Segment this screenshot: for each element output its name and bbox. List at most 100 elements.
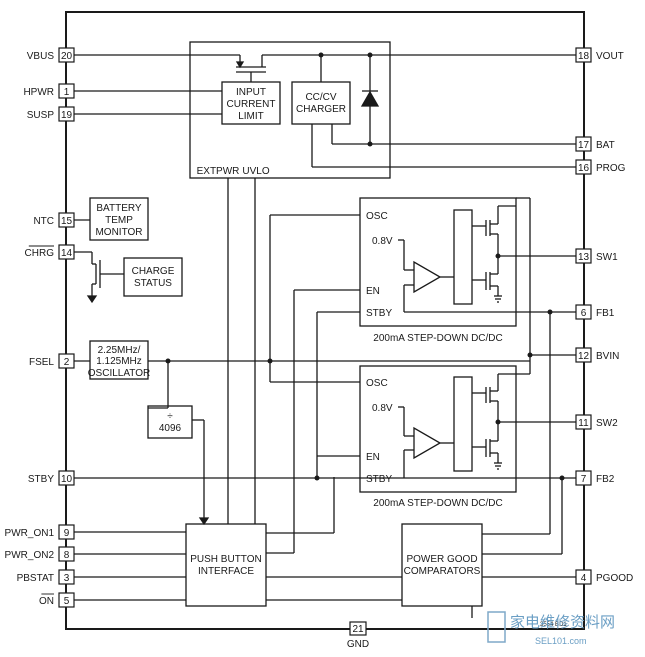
- chgstatus-line1: CHARGE: [132, 266, 175, 277]
- pin-left-20: 20 VBUS: [27, 47, 75, 63]
- div-line2: 4096: [159, 423, 182, 434]
- pin-left-9: 9 PWR_ON1: [5, 524, 75, 540]
- pin-label: PWR_ON1: [5, 528, 55, 539]
- watermark-url: SEL101.com: [535, 636, 587, 646]
- charge-status-box: [123, 257, 183, 297]
- pin-gnd: 21 GND: [347, 621, 369, 650]
- pin-number: 7: [581, 474, 587, 485]
- buck1-ref-label: 0.8V: [372, 236, 393, 247]
- pin-left-15: 15 NTC: [33, 212, 75, 228]
- charger-line2: CHARGER: [296, 104, 346, 115]
- pin-number: 8: [64, 550, 70, 561]
- pin-number: 19: [61, 110, 73, 121]
- pgood-line2: COMPARATORS: [404, 566, 481, 577]
- battemp-line2: TEMP: [105, 215, 133, 226]
- pin-number: 15: [61, 216, 73, 227]
- charger-line1: CC/CV: [305, 92, 336, 103]
- watermark-logo-icon: [487, 611, 506, 643]
- pin-gnd-label: GND: [347, 639, 369, 650]
- pin-label: SUSP: [27, 110, 55, 121]
- oscillator-box: [89, 340, 149, 380]
- div-line1: ÷: [167, 411, 173, 422]
- power-path-block: [189, 41, 391, 179]
- icl-line1: INPUT: [236, 87, 266, 98]
- pin-label: VBUS: [27, 51, 55, 62]
- pin-number: 11: [578, 418, 589, 429]
- icl-line3: LIMIT: [238, 111, 264, 122]
- charger-box: [291, 81, 351, 125]
- chip-outline: [65, 11, 585, 630]
- pin-left-8: 8 PWR_ON2: [5, 546, 75, 562]
- extpwr-label: EXTPWR: [197, 166, 240, 177]
- pin-label: ON: [39, 596, 54, 607]
- wiring: [65, 11, 585, 630]
- input-current-limit-box: [221, 81, 281, 125]
- pin-left-3: 3 PBSTAT: [17, 569, 75, 585]
- pin-number: 12: [578, 351, 590, 362]
- pin-label: BAT: [596, 140, 615, 151]
- pin-left-14: 14 CHRG: [25, 244, 75, 260]
- pin-left-5: 5 ON: [39, 592, 75, 608]
- pin-right-12: 12 BVIN: [575, 347, 619, 363]
- pin-number: 10: [61, 474, 73, 485]
- pin-number: 20: [61, 51, 73, 62]
- buck1-en-label: EN: [366, 286, 380, 297]
- buck1-box: [359, 197, 517, 327]
- figure-code: 3554 BD1: [540, 622, 567, 628]
- watermark-cn: 家电维修资料网: [510, 614, 615, 631]
- pin-label: NTC: [33, 216, 54, 227]
- buck2-driver: [453, 376, 473, 472]
- osc-line2: 1.125MHz: [96, 356, 142, 367]
- pin-label: PBSTAT: [17, 573, 54, 584]
- pin-label: PWR_ON2: [5, 550, 55, 561]
- battemp-line3: MONITOR: [95, 227, 142, 238]
- pin-number: 5: [64, 596, 70, 607]
- pin-gnd-number: 21: [352, 624, 364, 635]
- buck1-driver: [453, 209, 473, 305]
- icl-line2: CURRENT: [227, 99, 276, 110]
- pin-label: FB2: [596, 474, 615, 485]
- pin-number: 13: [578, 252, 590, 263]
- pin-label: BVIN: [596, 351, 619, 362]
- chgstatus-line2: STATUS: [134, 278, 172, 289]
- battemp-line1: BATTERY: [96, 203, 142, 214]
- buck2-en-label: EN: [366, 452, 380, 463]
- pin-number: 16: [578, 163, 590, 174]
- pin-label: FB1: [596, 308, 615, 319]
- pin-label: VOUT: [596, 51, 624, 62]
- pin-number: 3: [64, 573, 70, 584]
- buck2-stby-label: STBY: [366, 474, 392, 485]
- watermark: 家电维修资料网 SEL101.com: [487, 611, 615, 646]
- uvlo-label: UVLO: [242, 166, 269, 177]
- pin-label: PROG: [596, 163, 626, 174]
- osc-line3: OSCILLATOR: [88, 368, 150, 379]
- buck2-title: 200mA STEP-DOWN DC/DC: [373, 498, 502, 509]
- battery-temp-box: [89, 197, 149, 241]
- pin-right-7: 7 FB2: [575, 470, 615, 486]
- pin-label: SW1: [596, 252, 618, 263]
- divider-box: [147, 405, 193, 439]
- power-good-box: [401, 523, 483, 607]
- pin-right-16: 16 PROG: [575, 159, 626, 175]
- pin-number: 18: [578, 51, 590, 62]
- push-button-box: [185, 523, 267, 607]
- pin-number: 4: [581, 573, 587, 584]
- pin-right-4: 4 PGOOD: [575, 569, 633, 585]
- pushbutton-line1: PUSH BUTTON: [190, 554, 262, 565]
- pin-label: CHRG: [25, 248, 55, 259]
- buck2-ref-label: 0.8V: [372, 403, 393, 414]
- pin-label: PGOOD: [596, 573, 633, 584]
- pin-number: 2: [64, 357, 70, 368]
- pin-number: 9: [64, 528, 70, 539]
- buck1-title: 200mA STEP-DOWN DC/DC: [373, 333, 502, 344]
- pin-number: 14: [61, 248, 73, 259]
